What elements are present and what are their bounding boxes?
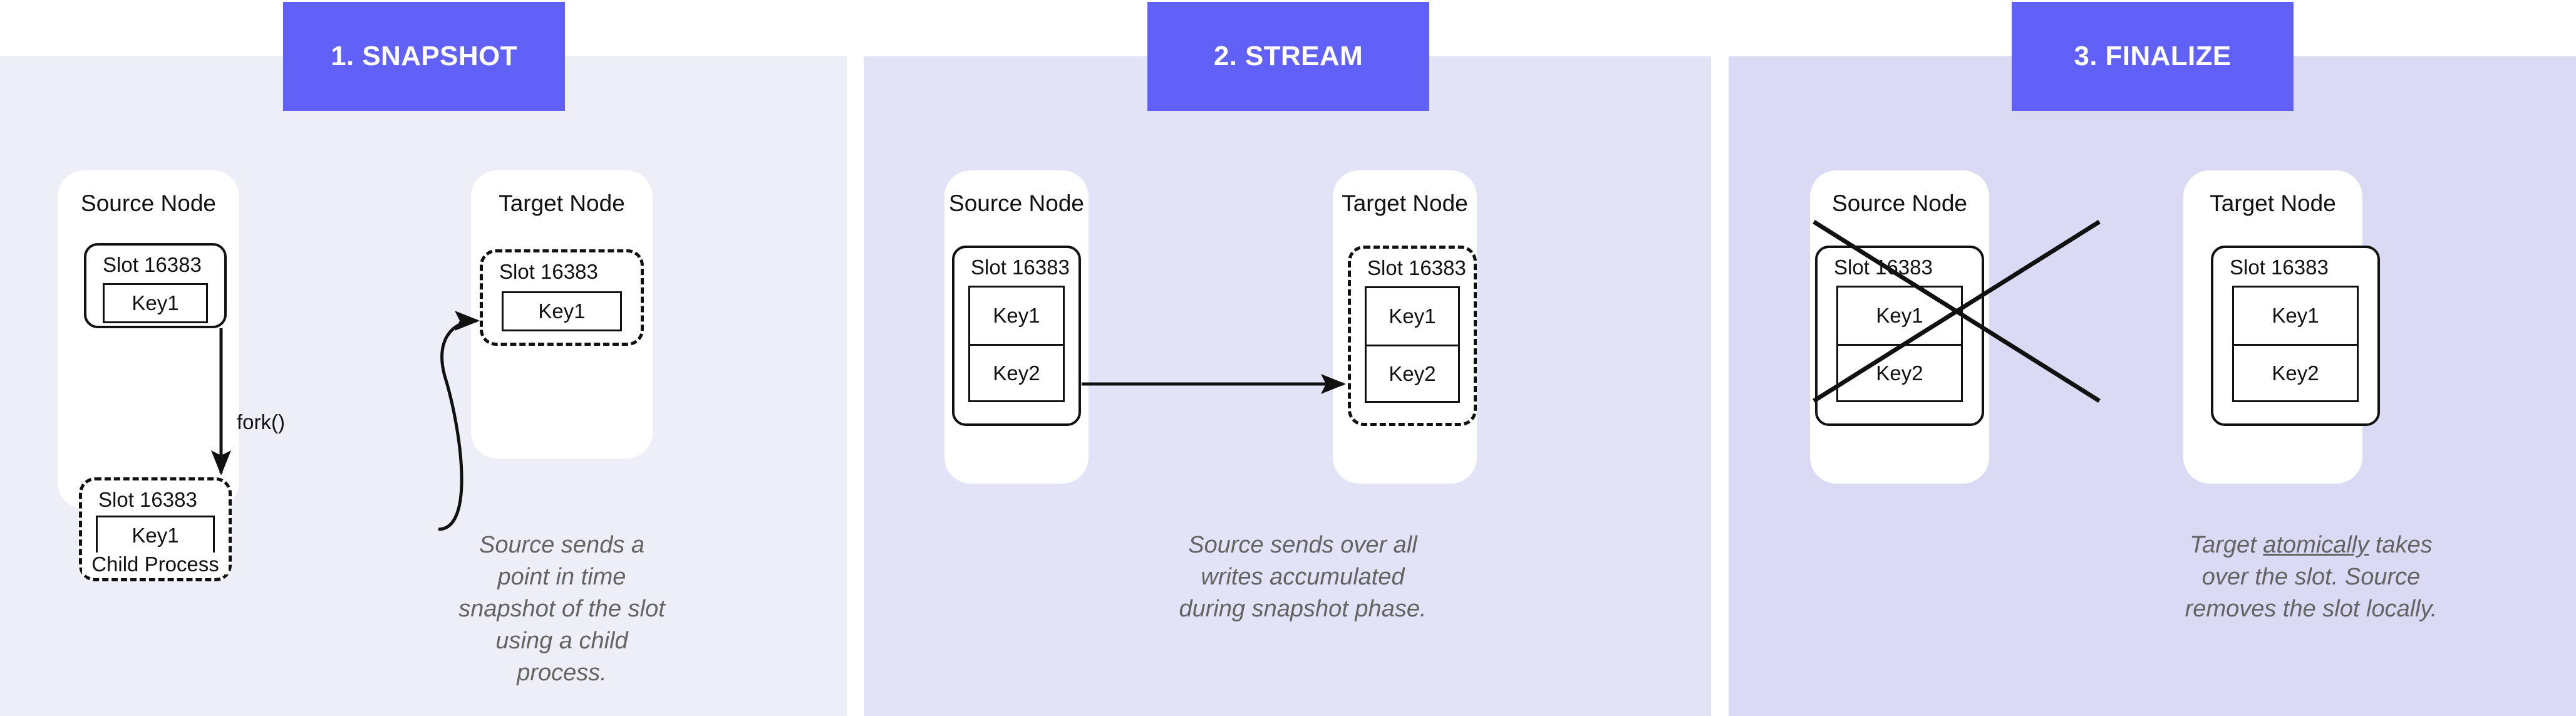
panel3-target-node-title: Target Node bbox=[2210, 190, 2336, 216]
panel1-source-slot-label: Slot 16383 bbox=[103, 253, 202, 276]
panel3-source-slot-box: Slot 16383 Key1 Key2 bbox=[1815, 246, 1984, 426]
panel3-source-slot-label: Slot 16383 bbox=[1834, 256, 1933, 279]
panel1-fork-label: fork() bbox=[237, 410, 285, 433]
panel1-source-keys: Key1 bbox=[103, 283, 208, 323]
panel1-source-slot-box: Slot 16383 Key1 bbox=[84, 243, 227, 328]
panel1-child-process-box: Slot 16383 Key1 Child Process bbox=[79, 477, 232, 581]
panel1-child-keys: Key1 bbox=[96, 516, 215, 556]
panel3-source-keys: Key1 Key2 bbox=[1836, 286, 1963, 402]
panel3-caption-before: Target bbox=[2190, 532, 2263, 558]
key-cell: Key1 bbox=[2272, 304, 2319, 327]
panel2-source-slot-box: Slot 16383 Key1 Key2 bbox=[952, 246, 1081, 426]
panel3-target-slot-label: Slot 16383 bbox=[2230, 256, 2329, 279]
panel1-child-process-label: Child Process bbox=[82, 553, 229, 576]
key-cell: Key1 bbox=[1389, 304, 1436, 328]
panel1-source-node-title: Source Node bbox=[81, 190, 216, 216]
panel1-target-slot-label: Slot 16383 bbox=[499, 260, 598, 283]
panel3-caption: Target atomically takes over the slot. S… bbox=[2180, 529, 2443, 625]
panel2-source-node-title: Source Node bbox=[949, 190, 1084, 216]
panel1-child-slot-label: Slot 16383 bbox=[98, 488, 197, 511]
panel2-caption: Source sends over all writes accumulated… bbox=[1179, 532, 1427, 622]
panel3-target-keys: Key1 Key2 bbox=[2232, 286, 2359, 402]
key-cell: Key1 bbox=[1876, 304, 1923, 327]
panel3-caption-after: takes over the slot. Source removes the … bbox=[2185, 532, 2438, 622]
step-badge-snapshot: 1. SNAPSHOT bbox=[283, 2, 565, 111]
panel3-target-slot-box: Slot 16383 Key1 Key2 bbox=[2211, 246, 2380, 426]
key-cell: Key1 bbox=[132, 524, 179, 547]
key-cell: Key1 bbox=[993, 304, 1040, 327]
panel1-source-node-card: Source Node bbox=[58, 170, 239, 509]
panel1-target-slot-box: Slot 16383 Key1 bbox=[480, 249, 644, 346]
key-cell: Key1 bbox=[132, 291, 179, 314]
panel3-source-node-title: Source Node bbox=[1832, 190, 1967, 216]
key-cell: Key1 bbox=[538, 299, 586, 323]
key-cell: Key2 bbox=[1367, 345, 1458, 401]
panel2-target-slot-box: Slot 16383 Key1 Key2 bbox=[1348, 246, 1477, 426]
panel2-target-slot-label: Slot 16383 bbox=[1367, 256, 1466, 279]
key-cell: Key2 bbox=[1838, 344, 1961, 400]
panel3-caption-emphasis: atomically bbox=[2263, 532, 2369, 558]
key-cell: Key2 bbox=[970, 344, 1063, 400]
panel2-target-keys: Key1 Key2 bbox=[1365, 286, 1460, 403]
panel1-target-keys: Key1 bbox=[502, 291, 622, 331]
panel2-source-keys: Key1 Key2 bbox=[968, 286, 1065, 402]
step-badge-stream: 2. STREAM bbox=[1147, 2, 1429, 111]
panel1-target-node-title: Target Node bbox=[499, 190, 625, 216]
panel2-target-node-title: Target Node bbox=[1342, 190, 1468, 216]
panel2-source-slot-label: Slot 16383 bbox=[971, 256, 1070, 279]
step-badge-finalize: 3. FINALIZE bbox=[2012, 2, 2294, 111]
key-cell: Key2 bbox=[2234, 344, 2357, 400]
panel1-caption: Source sends a point in time snapshot of… bbox=[458, 532, 665, 686]
